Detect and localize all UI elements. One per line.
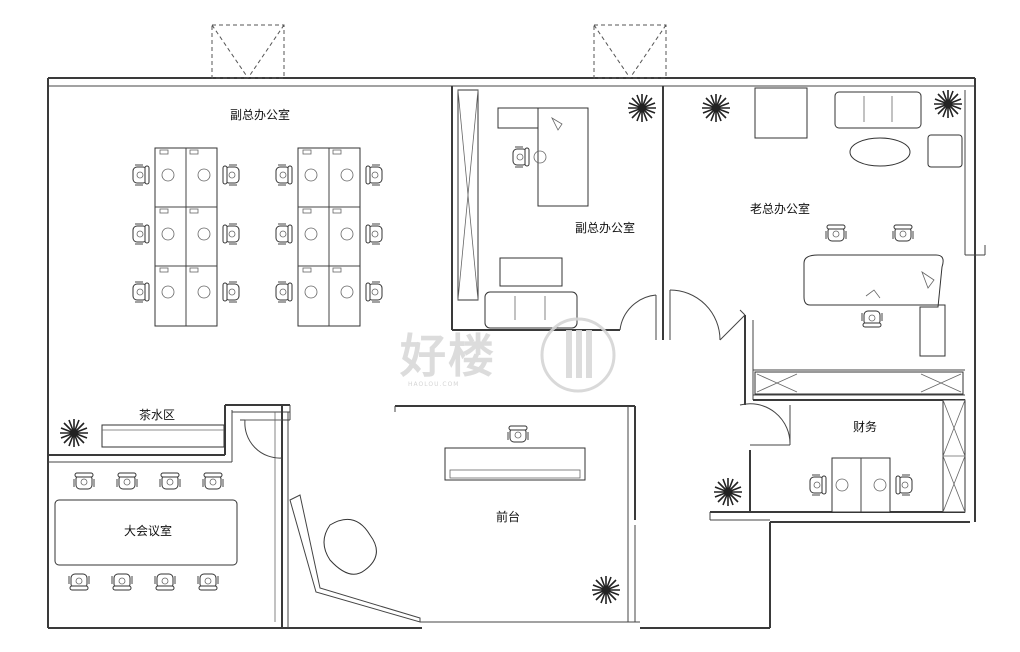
- room-labels: 副总办公室 副总办公室 老总办公室 茶水区 大会议室 前台 财务: [124, 107, 877, 538]
- bay-windows: [211, 24, 667, 79]
- conference-furniture: [54, 472, 238, 591]
- vp-office-furniture: [457, 89, 589, 329]
- ceo-office-furniture: [754, 87, 964, 395]
- workstations-left: [132, 147, 383, 327]
- tea-counter: [101, 424, 225, 448]
- watermark-brand-url: HAOLOU.COM: [408, 381, 459, 388]
- room-label-conference: 大会议室: [124, 523, 172, 538]
- outer-walls: [47, 77, 986, 629]
- room-label-ceo-office: 老总办公室: [750, 201, 810, 216]
- room-label-tea-area: 茶水区: [139, 407, 175, 422]
- room-label-finance: 财务: [853, 419, 877, 434]
- finance-furniture: [809, 399, 966, 513]
- watermark-brand-text: 好楼: [399, 329, 496, 383]
- room-label-vp-office-left: 副总办公室: [230, 107, 290, 122]
- sofa-icon: [834, 91, 922, 129]
- room-label-reception: 前台: [496, 509, 520, 524]
- reception-furniture: [323, 425, 586, 575]
- room-label-vp-office-right: 副总办公室: [575, 220, 635, 235]
- watermark-logo: 好楼 HAOLOU.COM: [399, 317, 616, 393]
- door-swing-icon: [244, 289, 791, 459]
